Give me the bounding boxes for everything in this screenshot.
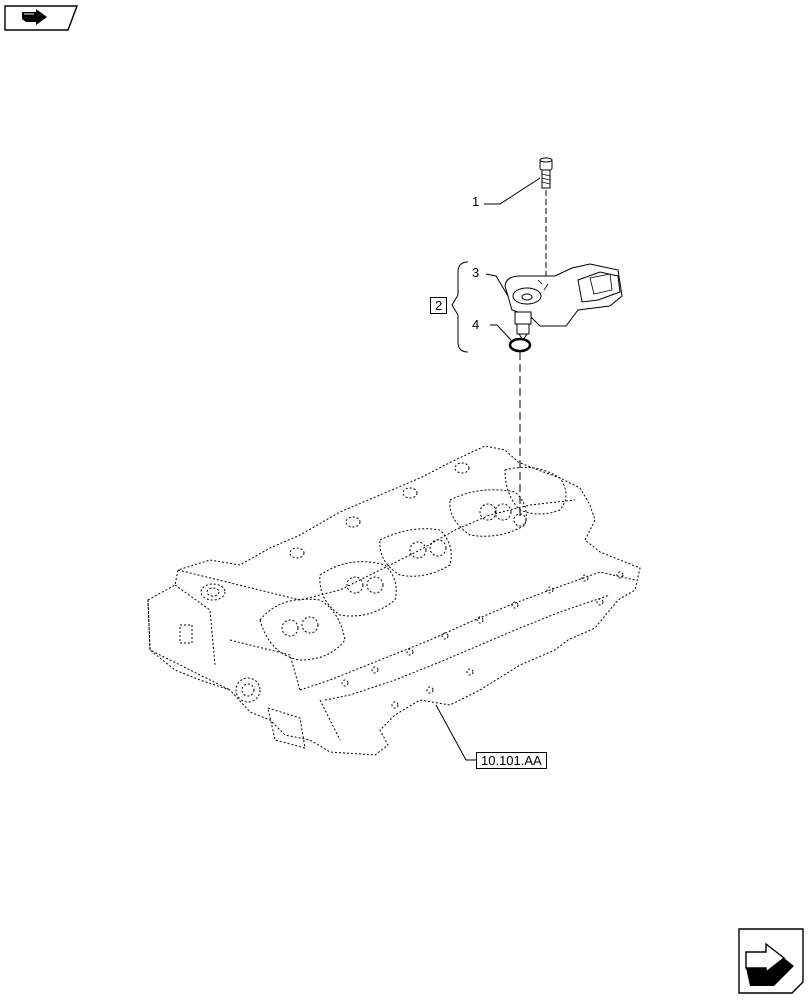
leader-line-4 [490, 324, 512, 341]
sensor-part [504, 263, 623, 341]
leader-line-1 [484, 177, 541, 205]
screw-part [539, 157, 553, 189]
reference-leader-line [435, 704, 476, 761]
callout-3: 3 [472, 265, 480, 280]
leader-line-3 [485, 273, 509, 297]
callout-4: 4 [472, 317, 480, 332]
next-page-icon[interactable] [738, 928, 804, 994]
callout-1: 1 [472, 194, 480, 209]
kit-bracket [451, 261, 469, 353]
o-ring-part [508, 337, 532, 353]
reference-link-label[interactable]: 10.101.AA [476, 752, 547, 769]
callout-2-kit: 2 [430, 297, 448, 314]
prev-page-icon[interactable] [4, 5, 78, 31]
cylinder-head [147, 445, 641, 756]
